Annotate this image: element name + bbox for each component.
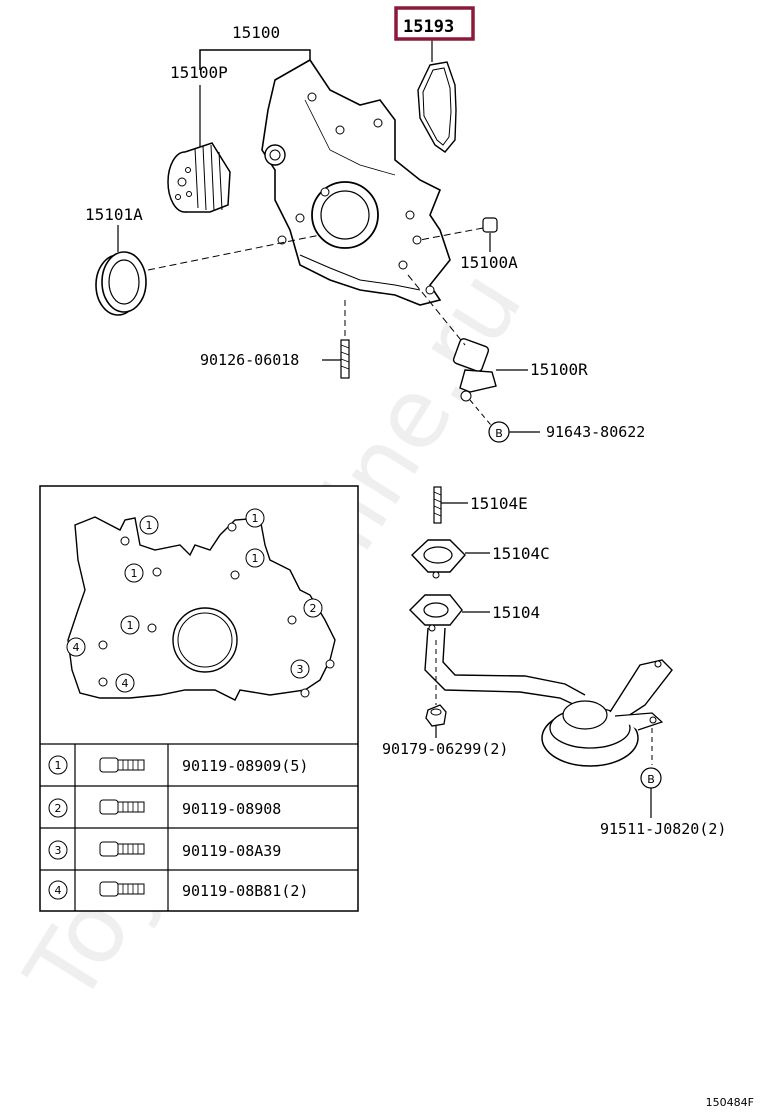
- inset-callout: 1: [131, 567, 138, 580]
- relief-valve-15100r[interactable]: [452, 338, 497, 402]
- label-15104e[interactable]: 15104E: [470, 494, 528, 513]
- label-90179[interactable]: 90179-06299(2): [382, 740, 508, 758]
- inset-callout: 4: [122, 677, 129, 690]
- bolt-row-4[interactable]: 4 90119-08B81(2): [48, 880, 308, 900]
- oil-pump-body[interactable]: [261, 58, 451, 306]
- marker-b-lower: B: [640, 767, 662, 789]
- dashed-leader: [407, 274, 466, 346]
- label-15193[interactable]: 15193: [403, 17, 454, 37]
- nut-90179[interactable]: [425, 704, 447, 727]
- inset-callout: 4: [73, 641, 80, 654]
- bolt-row-3[interactable]: 3 90119-08A39: [48, 840, 281, 860]
- dashed-leader: [147, 234, 321, 271]
- inset-callout: 2: [310, 602, 317, 615]
- svg-text:1: 1: [55, 759, 62, 772]
- pin-15100a[interactable]: [482, 217, 498, 233]
- inset-callout: 1: [127, 619, 134, 632]
- bolt-table: 1 90119-08909(5) 2 90119-08908 3: [48, 755, 308, 900]
- label-90126[interactable]: 90126-06018: [200, 351, 299, 369]
- label-15104c[interactable]: 15104C: [492, 544, 550, 563]
- marker-b-upper: B: [488, 421, 510, 443]
- svg-text:90119-08909(5): 90119-08909(5): [182, 757, 308, 775]
- gear-15100p[interactable]: [167, 142, 231, 213]
- svg-text:B: B: [647, 773, 655, 786]
- inset-callout: 1: [252, 512, 259, 525]
- inset-callout: 1: [252, 552, 259, 565]
- label-15100r[interactable]: 15100R: [530, 360, 588, 379]
- svg-text:90119-08B81(2): 90119-08B81(2): [182, 882, 308, 900]
- oil-strainer-15104[interactable]: [409, 594, 673, 767]
- inset-callout: 1: [146, 519, 153, 532]
- bolt-icon: [99, 757, 145, 773]
- svg-text:2: 2: [55, 802, 62, 815]
- svg-text:B: B: [495, 427, 503, 440]
- bolt-row-1[interactable]: 1 90119-08909(5): [48, 755, 308, 775]
- label-15100a[interactable]: 15100A: [460, 253, 518, 272]
- svg-text:4: 4: [55, 884, 62, 897]
- label-15104[interactable]: 15104: [492, 603, 540, 622]
- bolt-location-inset: 1 1 1 1 1 1 2 3 4 4: [39, 485, 359, 912]
- oil-seal-15101a[interactable]: [95, 251, 147, 316]
- figure-code: 150484F: [706, 1096, 754, 1109]
- inset-callout: 3: [297, 663, 304, 676]
- dashed-leader: [469, 399, 496, 431]
- highlight-box: [394, 6, 475, 41]
- bolt-row-2[interactable]: 2 90119-08908: [48, 798, 281, 818]
- gasket-15193[interactable]: [417, 61, 457, 153]
- stud-15104e[interactable]: [433, 486, 442, 524]
- bolt-icon: [99, 799, 145, 815]
- label-91643[interactable]: 91643-80622: [546, 423, 645, 441]
- svg-text:3: 3: [55, 844, 62, 857]
- label-15100p[interactable]: 15100P: [170, 63, 228, 82]
- stud-90126[interactable]: [340, 339, 350, 379]
- gasket-15104c[interactable]: [411, 539, 466, 579]
- label-15100[interactable]: 15100: [232, 23, 280, 42]
- label-15101a[interactable]: 15101A: [85, 205, 143, 224]
- label-91511[interactable]: 91511-J0820(2): [600, 820, 726, 838]
- svg-text:90119-08A39: 90119-08A39: [182, 842, 281, 860]
- bolt-icon: [99, 881, 145, 897]
- bolt-icon: [99, 841, 145, 857]
- svg-text:90119-08908: 90119-08908: [182, 800, 281, 818]
